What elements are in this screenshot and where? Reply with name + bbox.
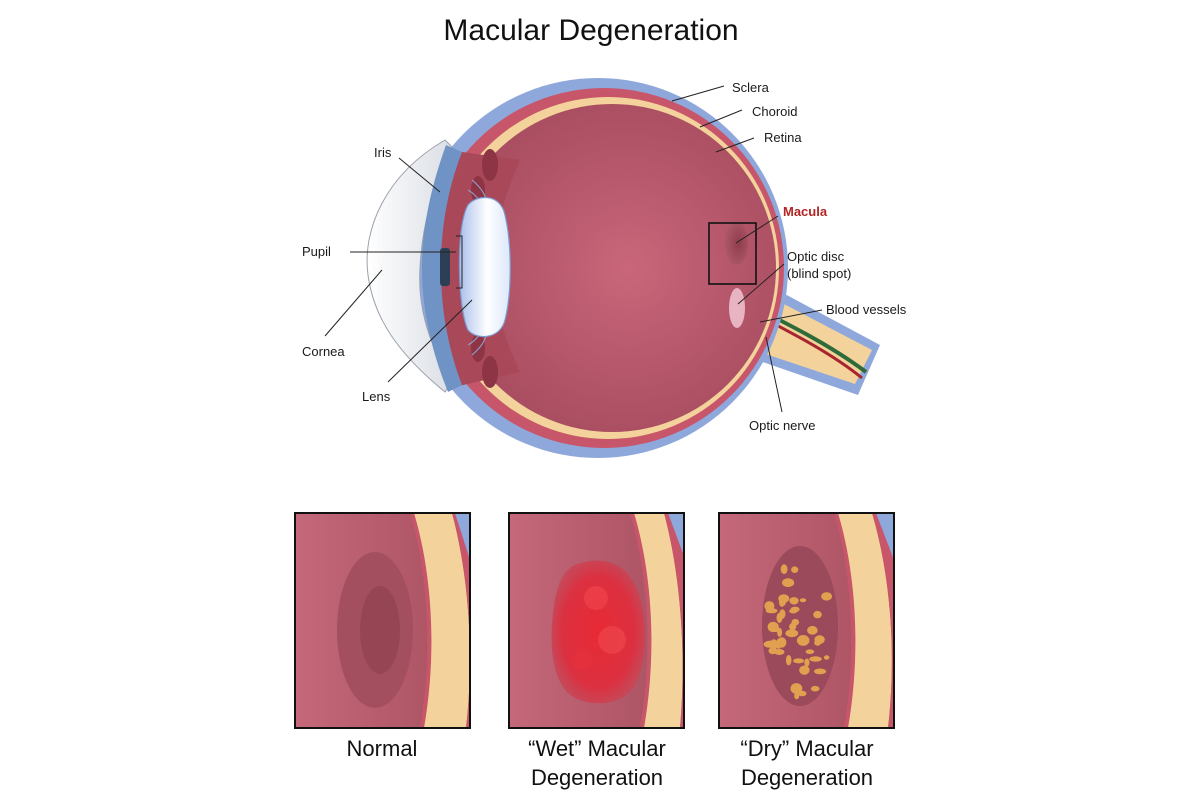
label-macula: Macula [783, 204, 828, 219]
leader-lines [324, 85, 823, 413]
label-choroid: Choroid [752, 104, 798, 119]
drusen-spot [789, 608, 798, 614]
drusen-spot [782, 578, 795, 588]
drusen-spot [776, 612, 783, 623]
drusen-spot [789, 622, 797, 631]
drusen-spot [814, 668, 827, 675]
drusen-spot [796, 635, 810, 646]
drusen-spot [777, 627, 783, 638]
front-segment [366, 139, 520, 393]
drusen-spot [799, 665, 810, 675]
caption-dry-line2: Degeneration [741, 765, 873, 790]
caption-wet-line2: Degeneration [531, 765, 663, 790]
drusen-spot [794, 692, 800, 700]
lens-shape [458, 197, 511, 338]
caption-normal: Normal [347, 736, 418, 761]
panel-wet [508, 512, 685, 729]
panel-dry [718, 512, 895, 729]
drusen-spot [790, 683, 803, 694]
macula-highlight-box [708, 222, 757, 285]
cornea-shape [366, 139, 456, 393]
drusen-spot [785, 655, 792, 666]
drusen-spot [764, 601, 775, 611]
drusen-spot [800, 636, 806, 641]
drusen-spot [789, 597, 799, 605]
drusen-spot [780, 564, 788, 575]
drusen-spot [799, 598, 807, 603]
drusen-spot [778, 596, 785, 607]
drusen-spot [807, 625, 818, 635]
label-lens: Lens [362, 389, 391, 404]
drusen-spot [809, 656, 822, 662]
label-blind-spot: (blind spot) [787, 266, 851, 281]
pupil-shape [440, 248, 450, 286]
label-cornea: Cornea [302, 344, 345, 359]
label-retina: Retina [764, 130, 802, 145]
panel-normal [294, 512, 471, 729]
drusen-spot [805, 649, 815, 654]
drusen-spot [813, 610, 822, 619]
label-sclera: Sclera [732, 80, 770, 95]
drusen-spot [767, 621, 779, 633]
drusen-spot [814, 639, 821, 646]
label-iris: Iris [374, 145, 392, 160]
drusen-spot [785, 629, 799, 638]
label-optic-nerve: Optic nerve [749, 418, 815, 433]
drusen-spot [777, 637, 787, 648]
drusen-spot [763, 640, 776, 648]
caption-wet-line1: “Wet” Macular [528, 736, 666, 761]
drusen-spot [793, 658, 805, 664]
page-title: Macular Degeneration [443, 14, 738, 47]
drusen-spot [810, 685, 820, 692]
label-optic-disc: Optic disc [787, 249, 845, 264]
label-pupil: Pupil [302, 244, 331, 259]
drusen-spot [823, 655, 830, 660]
drusen-spots [763, 564, 833, 700]
label-blood-vessels: Blood vessels [826, 302, 907, 317]
vitreous-body [448, 104, 776, 432]
optic-disc [729, 288, 745, 328]
drusen-spot [821, 592, 833, 601]
caption-dry-line1: “Dry” Macular [740, 736, 873, 761]
iris-shape [422, 145, 462, 392]
drusen-spot [791, 566, 799, 573]
drusen-spot [804, 658, 810, 667]
